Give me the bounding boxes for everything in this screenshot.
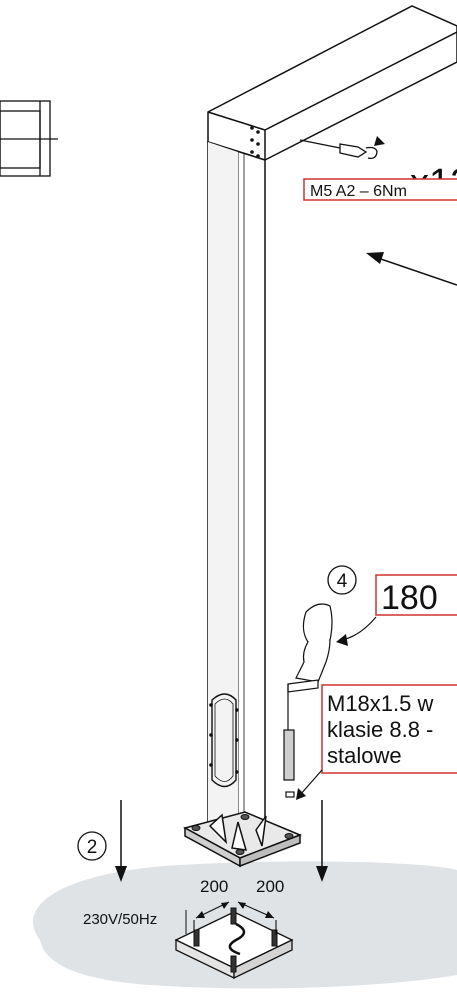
pole-arm	[207, 5, 457, 161]
anchor-bolts	[193, 907, 278, 973]
anchor-line-3: stalowe	[327, 743, 402, 768]
step-2-circle	[77, 831, 107, 861]
torque-pointer-line	[341, 616, 377, 641]
service-door	[211, 693, 237, 788]
step-4-label: 4	[337, 571, 348, 592]
torque-pointer-head	[336, 634, 348, 646]
anchor-pointer-head	[296, 788, 306, 800]
foundation-block	[174, 911, 294, 980]
dimension-left: 200	[200, 877, 228, 896]
pointer-arrow-line	[377, 257, 457, 286]
anchor-box	[321, 684, 457, 774]
voltage-label: 230V/50Hz	[83, 911, 157, 928]
screw-spec-label: M5 A2 – 6Nm	[310, 183, 407, 200]
torque-value: 180	[381, 579, 438, 617]
screw-spec-box	[303, 178, 457, 201]
door-screws	[209, 703, 239, 774]
pole-shaft	[207, 140, 266, 841]
dimension-arrowheads	[196, 902, 274, 918]
anchor-pointer-line	[299, 769, 323, 796]
anchor-line-1: M18x1.5 w	[327, 691, 433, 716]
joint-screws	[250, 126, 260, 158]
step-4-circle	[327, 565, 357, 595]
rotation-arrow-icon	[374, 136, 385, 146]
torque-box	[375, 574, 457, 616]
anchor-line-2: klasie 8.8 -	[327, 717, 433, 742]
step-2-label: 2	[87, 837, 98, 858]
pointer-arrow-head	[366, 252, 384, 264]
screwdriver-icon	[299, 139, 378, 160]
cross-section-detail	[0, 100, 58, 177]
base-plate	[182, 811, 303, 868]
down-arrow-left-head	[115, 866, 127, 882]
dimension-right: 200	[256, 877, 284, 896]
hand-wrench-icon	[283, 603, 333, 798]
down-arrow-right-head	[316, 866, 328, 882]
base-bolts	[191, 814, 294, 855]
